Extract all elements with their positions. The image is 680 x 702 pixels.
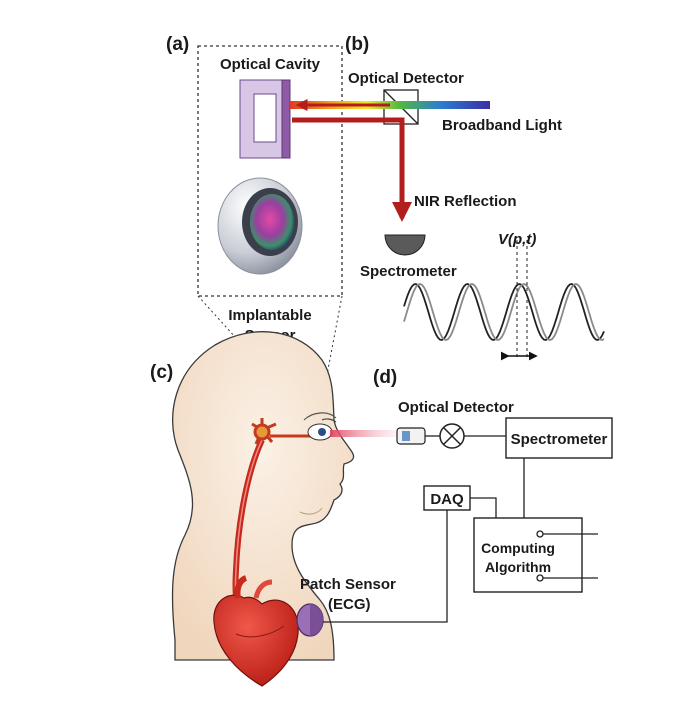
panel-label-c: (c) — [150, 362, 173, 383]
heart-icon — [213, 575, 299, 687]
daq-label: DAQ — [430, 491, 464, 508]
optical-detector-label-b: Optical Detector — [348, 70, 464, 87]
patch-sensor — [296, 603, 324, 637]
signal-label: V(p,t) — [498, 231, 536, 248]
human-head-silhouette — [171, 331, 355, 661]
connection-wires — [323, 458, 525, 623]
spectrometer-label-b: Spectrometer — [360, 263, 457, 280]
computing-label-line2: Algorithm — [485, 559, 551, 575]
patch-sensor-label-line1: Patch Sensor — [300, 576, 396, 593]
output-terminals — [536, 530, 598, 582]
panel-label-b: (b) — [345, 34, 369, 55]
panel-label-a: (a) — [166, 34, 189, 55]
spectrometer-label-d: Spectrometer — [511, 431, 608, 448]
optical-cavity — [239, 79, 291, 159]
computing-algorithm-box — [473, 517, 583, 593]
optical-detector-device — [396, 427, 426, 445]
computing-label-line1: Computing — [481, 540, 555, 556]
vessel-junction — [251, 418, 312, 445]
nir-reflection-label: NIR Reflection — [414, 193, 517, 210]
optical-beam — [330, 430, 396, 437]
optical-detector-label-d: Optical Detector — [398, 399, 514, 416]
light-source-symbol — [439, 423, 465, 449]
zoom-box — [197, 45, 343, 297]
patch-sensor-label-line2: (ECG) — [328, 596, 371, 613]
spectrometer-box — [505, 417, 613, 459]
optical-cavity-label: Optical Cavity — [220, 56, 321, 73]
implantable-sensor-render — [217, 177, 303, 275]
panel-label-d: (d) — [373, 367, 397, 388]
signal-waveforms — [403, 283, 605, 341]
broadband-light-label: Broadband Light — [442, 117, 562, 134]
nir-reflection-path — [292, 99, 412, 222]
spectrometer-dome — [384, 234, 426, 256]
implantable-sensor-label-line1: Implantable — [228, 307, 311, 324]
